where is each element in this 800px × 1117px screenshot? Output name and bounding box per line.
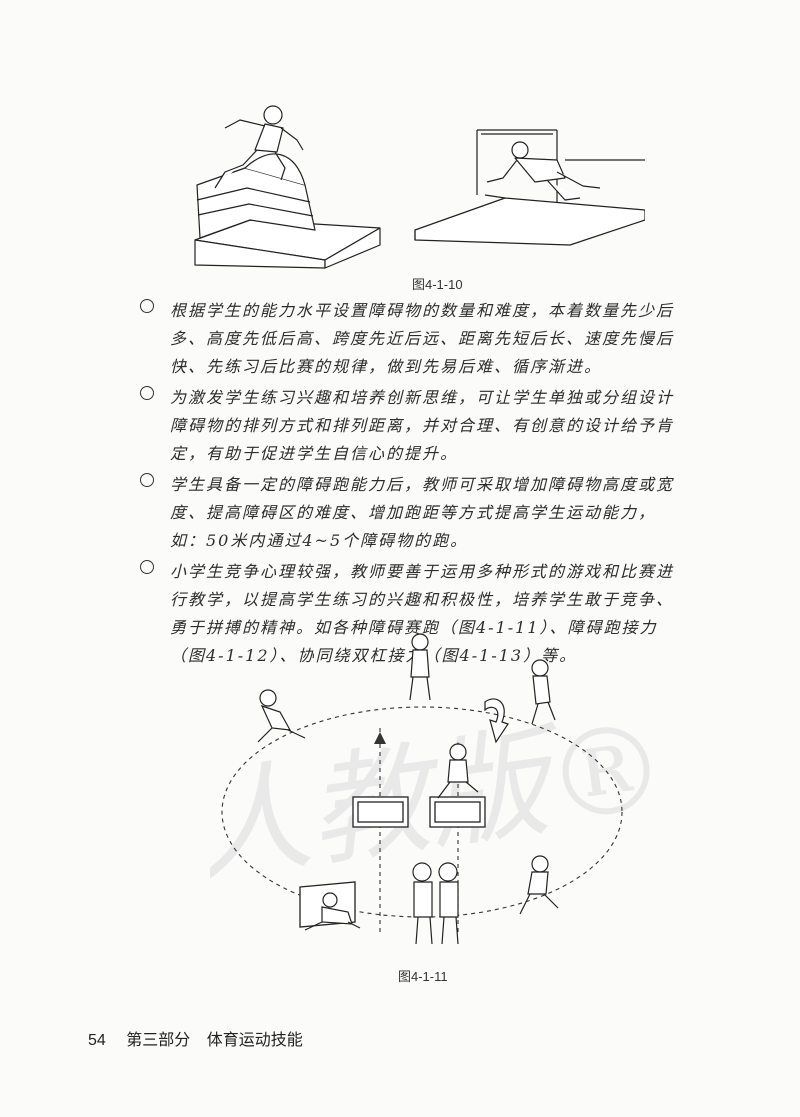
figure-4-1-11-illustration: 人教版® [210,633,650,945]
figure-caption-4-1-10: 图4-1-10 [412,277,463,292]
paragraph: 为激发学生练习兴趣和培养创新思维，可让学生单独或分组设计障碍物的排列方式和排列距… [140,384,680,468]
paragraph: 学生具备一定的障碍跑能力后，教师可采取增加障碍物高度或宽度、提高障碍区的难度、增… [140,471,680,555]
footer-title: 体育运动技能 [206,1032,303,1049]
body-text: 根据学生的能力水平设置障碍物的数量和难度，本着数量先少后多、高度先低后高、跨度先… [140,297,680,673]
paragraph: 根据学生的能力水平设置障碍物的数量和难度，本着数量先少后多、高度先低后高、跨度先… [140,297,680,381]
paragraph-text: 为激发学生练习兴趣和培养创新思维，可让学生单独或分组设计障碍物的排列方式和排列距… [170,388,675,463]
figure-caption-4-1-11: 图4-1-11 [398,969,448,984]
figure-4-1-10-illustration [194,105,645,269]
circle-bullet-icon [140,560,154,574]
footer-section: 第三部分 [126,1032,191,1049]
circle-bullet-icon [140,386,154,400]
page-footer: 54 第三部分 体育运动技能 [88,1026,303,1050]
circle-bullet-icon [140,299,154,313]
circle-bullet-icon [140,473,154,487]
page-number: 54 [88,1032,106,1049]
paragraph-text: 根据学生的能力水平设置障碍物的数量和难度，本着数量先少后多、高度先低后高、跨度先… [170,301,675,376]
paragraph-text: 学生具备一定的障碍跑能力后，教师可采取增加障碍物高度或宽度、提高障碍区的难度、增… [170,475,675,550]
paragraph-text: 小学生竞争心理较强，教师要善于运用多种形式的游戏和比赛进行教学，以提高学生练习的… [170,562,675,665]
paragraph: 小学生竞争心理较强，教师要善于运用多种形式的游戏和比赛进行教学，以提高学生练习的… [140,558,680,670]
